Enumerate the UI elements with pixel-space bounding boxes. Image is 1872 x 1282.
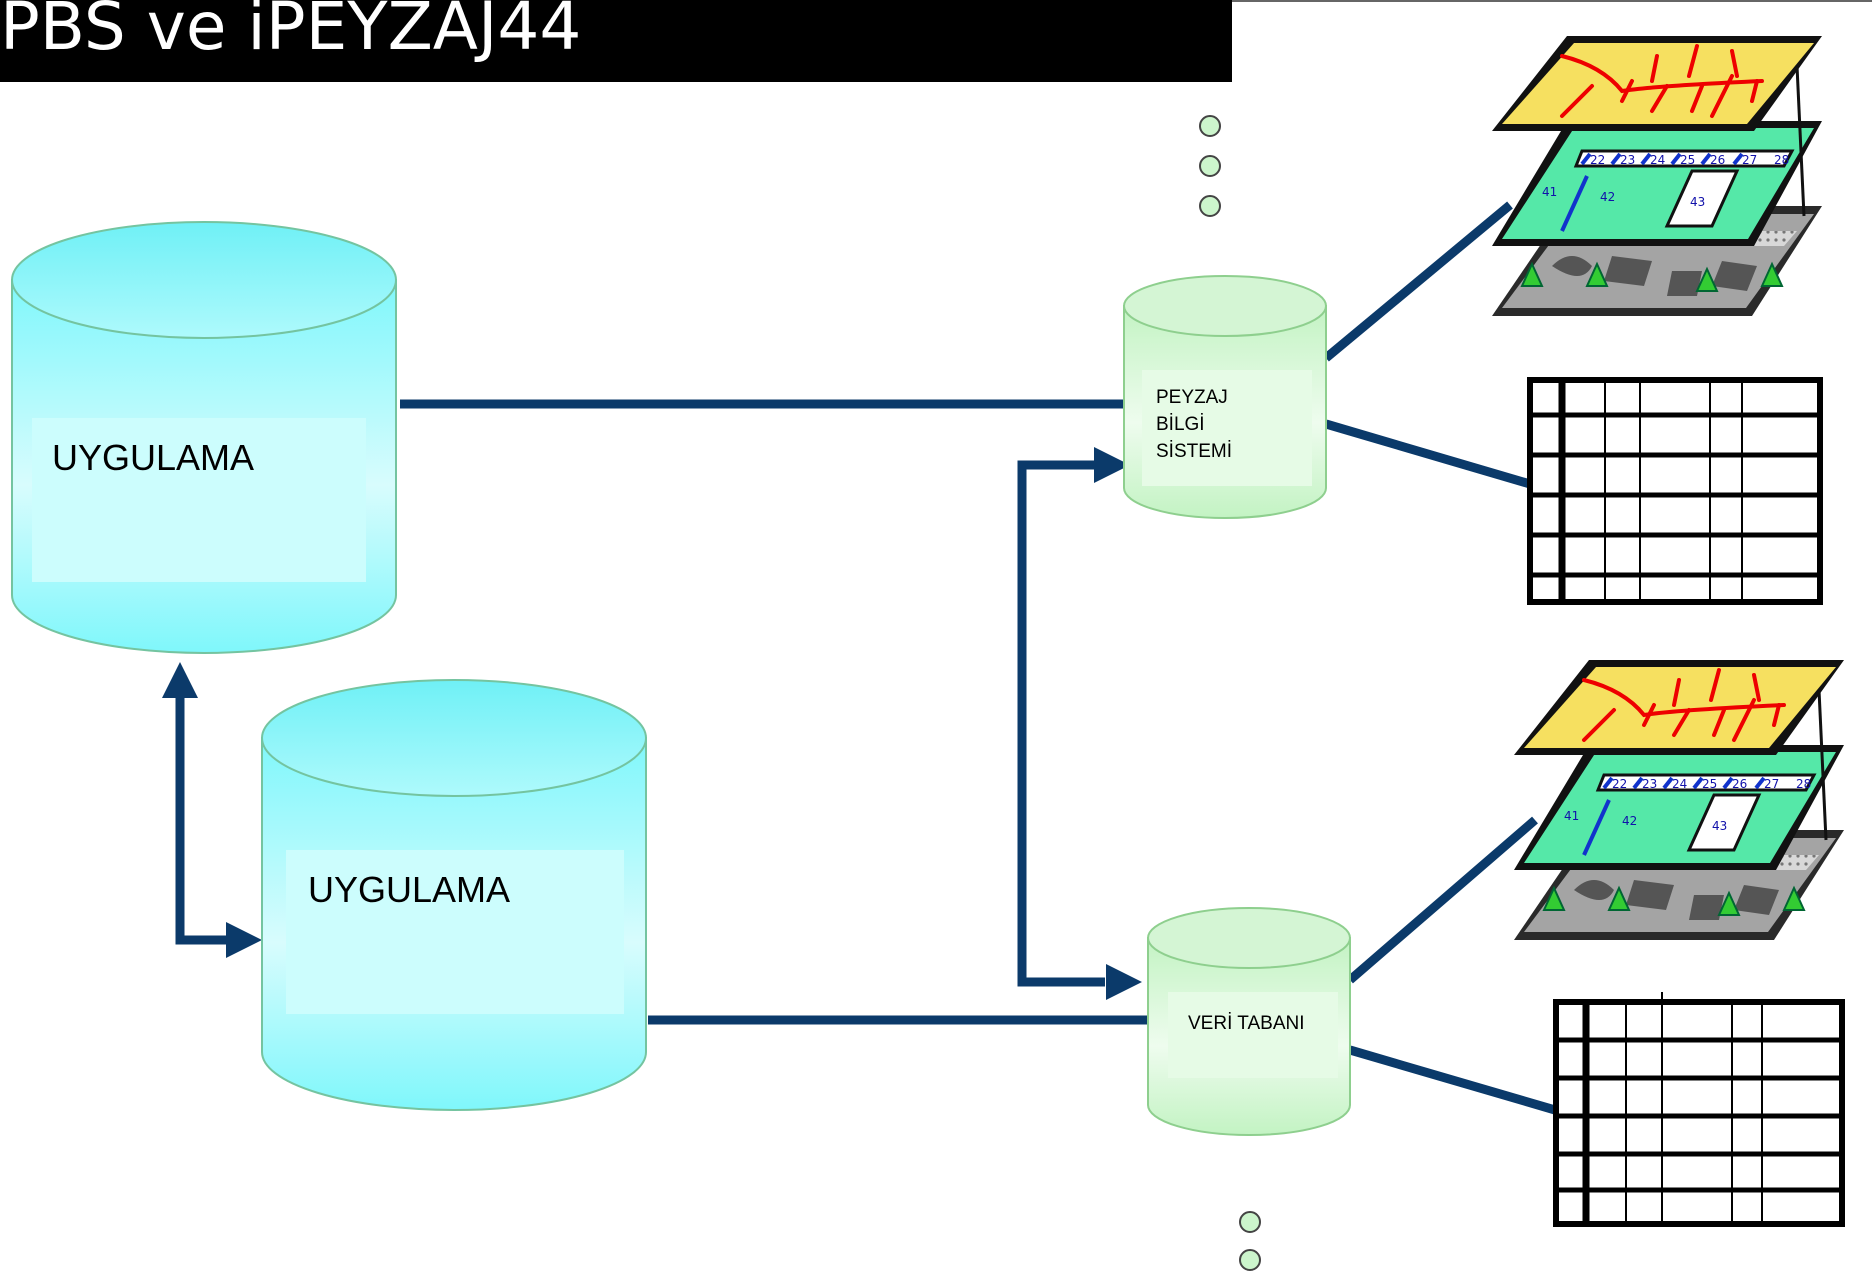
title-bar: PBS ve iPEYZAJ44 [0, 0, 1232, 82]
connector-db-to-map [1347, 816, 1538, 984]
app-bottom-label: UYGULAMA [308, 869, 511, 910]
arrowhead-up [162, 662, 198, 698]
database-cylinder-icon [11, 221, 397, 654]
database-cylinder-icon [1123, 275, 1327, 519]
app-top-label: UYGULAMA [52, 437, 255, 478]
top-border [1232, 0, 1872, 2]
map-layer-stack-icon [1512, 658, 1846, 942]
gis-label-box [1142, 370, 1312, 486]
connectors [400, 201, 1557, 1115]
db-label: VERİ TABANI [1188, 1013, 1305, 1034]
database-cylinder-icon [1147, 907, 1351, 1136]
arrow-split [1017, 460, 1105, 987]
gis-label: PEYZAJ BİLGİ SİSTEMİ [1156, 387, 1233, 462]
database-cylinder-icon [261, 679, 647, 1111]
connector-gis-to-table [1324, 419, 1532, 489]
attribute-table-icon [1553, 992, 1845, 1227]
arrowhead-db [1106, 964, 1142, 1000]
ellipsis-dots-icon [1199, 115, 1221, 217]
connector-gis-to-map [1323, 201, 1513, 362]
map-layer-stack-icon [1490, 34, 1824, 318]
page-title: PBS ve iPEYZAJ44 [0, 0, 582, 65]
ellipsis-dots-icon [1239, 1211, 1261, 1271]
app-top-label-box [32, 418, 366, 582]
db-label-box [1168, 992, 1338, 1078]
arrowhead-gis [1094, 447, 1130, 483]
attribute-table-icon [1527, 377, 1823, 605]
app-bottom-label-box [286, 850, 624, 1014]
arrowhead-right-app-bottom [226, 922, 262, 958]
connector-db-to-table [1348, 1045, 1557, 1115]
arrow-app-top-app-bottom [175, 690, 238, 945]
